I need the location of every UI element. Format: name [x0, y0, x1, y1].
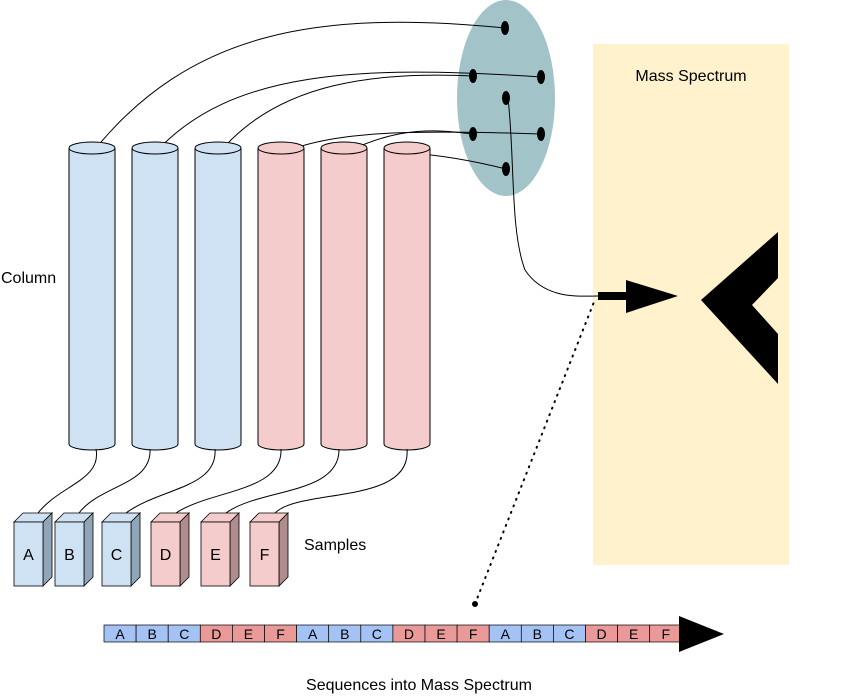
- svg-text:C: C: [372, 626, 382, 642]
- sample-label: B: [64, 547, 75, 564]
- sample-d: D: [150, 512, 190, 587]
- svg-text:C: C: [179, 626, 189, 642]
- sample-a: A: [13, 512, 53, 587]
- sequence-anchor-dot: [472, 601, 478, 607]
- sample-label: C: [111, 547, 123, 564]
- sequence-cell: D: [199, 624, 233, 643]
- mass-spectrum-panel: [593, 44, 789, 565]
- source-dots: [469, 21, 545, 176]
- svg-text:B: B: [340, 626, 349, 642]
- svg-text:A: A: [308, 626, 318, 642]
- svg-text:D: D: [211, 626, 221, 642]
- detector-arrow: [598, 280, 678, 313]
- svg-text:F: F: [276, 626, 285, 642]
- svg-text:E: E: [629, 626, 638, 642]
- source-to-detector-wire: [507, 97, 599, 297]
- detector-chevron-icon: [701, 232, 778, 384]
- sample-f: F: [249, 512, 289, 587]
- sequence-cell: A: [488, 624, 522, 643]
- svg-text:F: F: [469, 626, 478, 642]
- svg-text:A: A: [501, 626, 511, 642]
- columns-group: [68, 141, 431, 451]
- svg-text:B: B: [533, 626, 542, 642]
- mass-spectrum-label: Mass Spectrum: [635, 68, 746, 85]
- column-b: [131, 141, 179, 451]
- sequence-cell: B: [328, 624, 362, 643]
- sequence-cell: E: [232, 624, 265, 643]
- sequence-cell: C: [360, 624, 394, 643]
- sequence-cell: F: [649, 624, 683, 643]
- column-c: [194, 141, 242, 451]
- sequence-cell: D: [392, 624, 426, 643]
- samples-label: Samples: [304, 537, 366, 554]
- sequence-cell: B: [135, 624, 169, 643]
- column-to-source-wires: [91, 21, 542, 170]
- column-label: Column: [1, 270, 56, 287]
- sample-label: E: [210, 547, 221, 564]
- sequence-cell: C: [553, 624, 586, 643]
- svg-text:C: C: [564, 626, 574, 642]
- sequence-cell: F: [456, 624, 490, 643]
- sample-label: F: [260, 547, 270, 564]
- sequence-cell: C: [167, 624, 201, 643]
- sample-b: B: [54, 512, 94, 587]
- sequence-cell: E: [617, 624, 651, 643]
- wire-a: [91, 21, 506, 154]
- sequence-cell: E: [424, 624, 458, 643]
- svg-text:F: F: [661, 626, 670, 642]
- svg-text:E: E: [244, 626, 253, 642]
- sequence-cell: D: [585, 624, 618, 643]
- svg-text:E: E: [436, 626, 445, 642]
- sequence-caption: Sequences into Mass Spectrum: [306, 677, 532, 694]
- column-a: [68, 141, 116, 451]
- column-to-sample-wires: [37, 448, 408, 514]
- sample-label: D: [160, 547, 172, 564]
- samples-group: A B C D E F: [13, 512, 289, 587]
- svg-text:D: D: [596, 626, 606, 642]
- svg-text:A: A: [115, 626, 125, 642]
- sequence-cell: A: [296, 624, 330, 643]
- svg-text:B: B: [147, 626, 156, 642]
- sequence-cell: B: [520, 624, 554, 643]
- sequence-to-detector-dotted-line: [474, 301, 595, 605]
- sequence-arrowhead: [679, 616, 724, 652]
- column-e: [320, 141, 368, 451]
- sequence-cell: A: [103, 624, 137, 643]
- sample-label: A: [23, 547, 34, 564]
- column-d: [257, 141, 305, 451]
- sample-e: E: [200, 512, 240, 587]
- svg-text:D: D: [404, 626, 414, 642]
- sequence-cell: F: [264, 624, 297, 643]
- wire-c: [218, 74, 474, 154]
- sample-c: C: [101, 512, 141, 587]
- column-f: [383, 141, 431, 451]
